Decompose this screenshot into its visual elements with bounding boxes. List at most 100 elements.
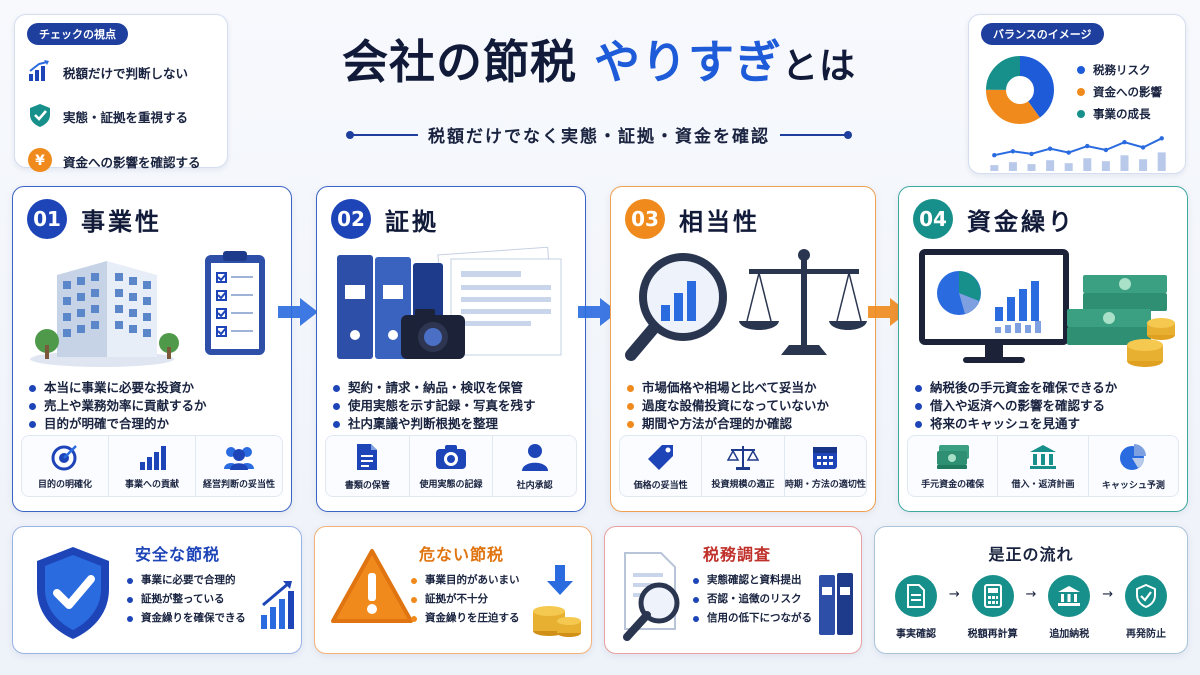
people-icon — [224, 446, 254, 470]
icon-cell: 価格の妥当性 — [620, 436, 703, 496]
bullet-item: 使用実態を示す記録・写真を残す — [333, 397, 536, 415]
bullet-text: 資金繰りを圧迫する — [425, 612, 520, 624]
flow-step-label: 事実確認 — [896, 629, 936, 640]
trend-bar — [1008, 162, 1017, 171]
calendar-icon — [813, 446, 838, 469]
trend-bar — [1120, 155, 1129, 171]
bullet-text: 将来のキャッシュを見通す — [930, 416, 1081, 431]
check-item-label: 実態・証拠を重視する — [63, 110, 189, 125]
title-main: 会社の節税 — [341, 35, 577, 89]
icon-cell: 使用実態の記録 — [410, 436, 494, 496]
flow-arrow-icon: → — [1102, 587, 1114, 602]
legend-label: 事業の成長 — [1093, 107, 1151, 121]
bullet-item: 市場価格や相場と比べて妥当か — [627, 379, 829, 397]
balance-donut — [986, 56, 1054, 124]
trend-point — [1159, 136, 1164, 141]
balance-legend: 税務リスク 資金への影響 事業の成長 — [1077, 59, 1162, 125]
scale-icon — [726, 445, 759, 470]
bullet-item: 過度な設備投資になっていないか — [627, 397, 829, 415]
icon-cell: キャッシュ予測 — [1089, 436, 1178, 496]
shield-check-icon — [1135, 584, 1156, 608]
bullet-text: 過度な設備投資になっていないか — [642, 398, 829, 413]
bullet-text: 証拠が不十分 — [425, 593, 488, 605]
flow-step-label: 追加納税 — [1049, 629, 1090, 640]
correction-flow-card: 是正の流れ 事実確認 → 税額再計算 → 追加納税 → 再発防止 — [874, 526, 1188, 654]
tax-audit-card: 税務調査 実態確認と資料提出 否認・追徴のリスク 信用の低下につながる — [604, 526, 862, 654]
icon-label: 借入・返済計画 — [1011, 479, 1075, 490]
trend-point — [992, 153, 997, 158]
icon-cell: 手元資金の確保 — [908, 436, 999, 496]
bullet-item: 資金繰りを確保できる — [127, 609, 246, 628]
icon-cell: 借入・返済計画 — [998, 436, 1089, 496]
bullet-text: 否認・追徴のリスク — [707, 593, 802, 605]
trend-point — [1029, 151, 1034, 157]
icon-cell: 投資規模の適正 — [702, 436, 785, 496]
bullet-text: 売上や業務効率に貢献するか — [44, 398, 207, 413]
title-end: とは — [782, 46, 857, 87]
panel-icon-grid: 手元資金の確保 借入・返済計画 キャッシュ予測 — [907, 435, 1179, 497]
panel-title: 証拠 — [385, 207, 439, 236]
bullet-item: 借入や返済への影響を確認する — [915, 397, 1117, 415]
subtitle-row: 税額だけでなく実態・証拠・資金を確認 — [236, 122, 962, 147]
legend-dot — [1077, 66, 1085, 74]
icon-cell: 事業への貢献 — [109, 436, 196, 496]
document-magnifier-icon — [623, 552, 680, 641]
bullet-item: 実態確認と資料提出 — [693, 571, 812, 590]
risky-tax-card: 危ない節税 事業目的があいまい 証拠が不十分 資金繰りを圧迫する — [314, 526, 592, 654]
bar-chart-icon — [27, 59, 53, 86]
bullet-text: 証拠が整っている — [141, 593, 225, 605]
icon-label: 目的の明確化 — [37, 479, 92, 490]
flow-title: 是正の流れ — [988, 545, 1074, 564]
panel-number: 03 — [625, 199, 665, 239]
icon-label: キャッシュ予測 — [1101, 480, 1165, 491]
bullet-item: 将来のキャッシュを見通す — [915, 415, 1117, 433]
safe-bullets: 事業に必要で合理的 証拠が整っている 資金繰りを確保できる — [127, 571, 246, 628]
flow-step: 再発防止 — [1115, 575, 1177, 640]
camera-icon — [436, 444, 466, 469]
icon-label: 使用実態の記録 — [419, 479, 483, 490]
subtitle: 税額だけでなく実態・証拠・資金を確認 — [428, 127, 770, 147]
panel-appropriateness: 03 相当性 市場価格や相場と比べて妥当か 過度な設備投資になっていないか 期間… — [610, 186, 876, 512]
icon-label: 書類の保管 — [344, 480, 390, 491]
flow-arrow-icon: → — [948, 587, 960, 602]
magnifier-scale-illustration — [625, 249, 867, 361]
panel-title: 事業性 — [81, 207, 162, 236]
check-item: 実態・証拠を重視する — [27, 102, 215, 131]
icon-label: 事業への貢献 — [124, 479, 179, 490]
bullet-text: 市場価格や相場と比べて妥当か — [642, 380, 817, 395]
legend-dot — [1077, 88, 1085, 96]
bullet-text: 借入や返済への影響を確認する — [930, 398, 1106, 413]
icon-cell: 目的の明確化 — [22, 436, 109, 496]
panel-icon-grid: 目的の明確化 事業への貢献 経営判断の妥当性 — [21, 435, 283, 497]
bullet-text: 目的が明確で合理的か — [44, 416, 170, 431]
shield-check-icon — [27, 102, 53, 131]
trend-bar — [1157, 152, 1166, 171]
bullet-item: 期間や方法が合理的か確認 — [627, 415, 829, 433]
legend-label: 資金への影響 — [1093, 85, 1162, 99]
icon-cell: 書類の保管 — [326, 436, 410, 496]
page-title: 会社の節税 やりすぎとは — [236, 26, 962, 92]
check-item: ¥ 資金への影響を確認する — [27, 147, 215, 176]
subtitle-right-rule — [780, 130, 852, 139]
check-points-title: チェックの視点 — [27, 23, 128, 45]
bullet-item: 本当に事業に必要な投資か — [29, 379, 207, 397]
bullet-item: 信用の低下につながる — [693, 609, 812, 628]
bar-chart-icon — [140, 445, 166, 470]
trend-point — [1010, 149, 1016, 154]
legend-item: 税務リスク — [1077, 59, 1162, 81]
panel-title: 資金繰り — [967, 207, 1075, 236]
bank-icon — [1029, 444, 1056, 469]
legend-dot — [1077, 110, 1085, 118]
warning-icon — [331, 549, 413, 623]
audit-bullets: 実態確認と資料提出 否認・追徴のリスク 信用の低下につながる — [693, 571, 812, 628]
price-tag-icon — [647, 444, 673, 470]
bullet-text: 事業目的があいまい — [425, 574, 520, 586]
binders-icon — [819, 573, 853, 635]
cash-icon — [936, 444, 969, 469]
icon-cell: 社内承認 — [493, 436, 576, 496]
bullet-text: 期間や方法が合理的か確認 — [642, 416, 793, 431]
panel-number: 04 — [913, 199, 953, 239]
shield-check-icon — [37, 547, 109, 639]
bullet-text: 社内稟議や判断根拠を整理 — [348, 416, 499, 431]
balance-box: バランスのイメージ 税務リスク 資金への影響 事業の成長 — [968, 14, 1186, 174]
